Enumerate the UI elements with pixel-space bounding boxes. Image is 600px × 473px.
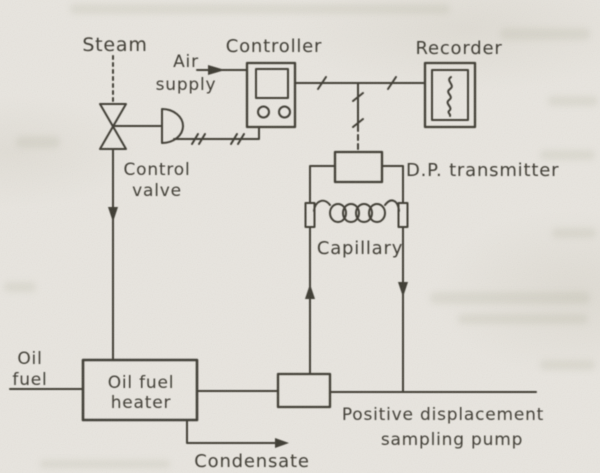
scanned-diagram-page: Steam Control valve Air supply Controlle… — [0, 0, 600, 473]
viscosity-control-diagram: Steam Control valve Air supply Controlle… — [0, 0, 600, 473]
paper-grain-overlay — [0, 0, 600, 473]
